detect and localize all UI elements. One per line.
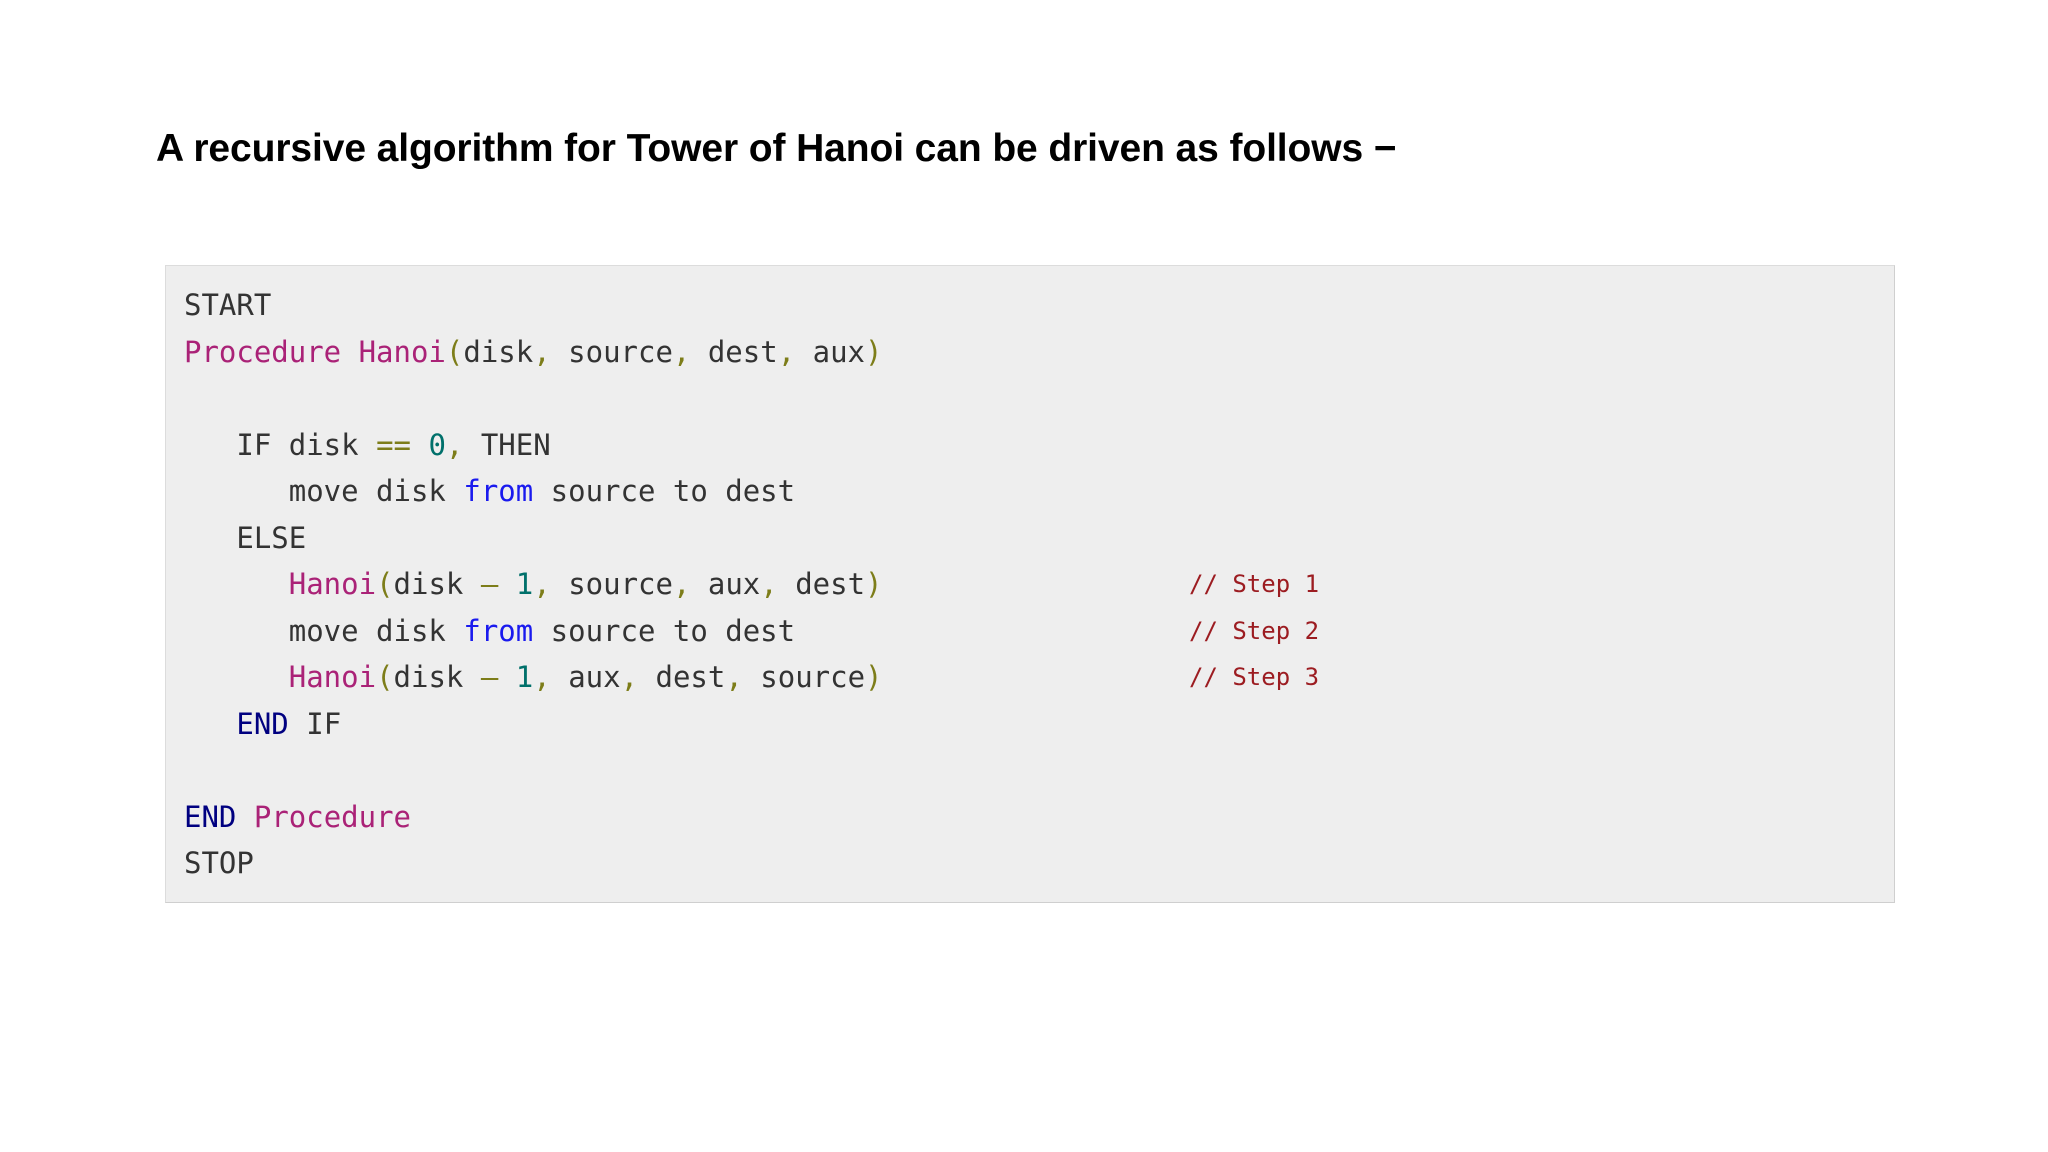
line-stop: STOP [184, 840, 1894, 887]
code-token [184, 567, 289, 601]
line-start: START [184, 282, 1894, 329]
code-token: Hanoi [288, 660, 377, 694]
code-token: disk [463, 334, 534, 369]
code-token: ) [865, 567, 883, 601]
code-token: , [672, 567, 691, 601]
line-end-if: END IF [184, 701, 1894, 748]
code-token: , [760, 567, 778, 601]
code-token: 1 [515, 660, 534, 694]
code-token: aux [550, 660, 621, 694]
code-token: END [184, 799, 237, 834]
code-token [498, 660, 515, 694]
code-token: – [480, 567, 499, 601]
code-token: , [777, 334, 796, 369]
code-token: source to dest [533, 613, 796, 648]
code-token: IF disk [184, 427, 377, 462]
line-hanoi-step3: Hanoi(disk – 1, aux, dest, source) // Ste… [184, 654, 1894, 701]
code-token [184, 660, 289, 694]
code-token: , [533, 334, 551, 369]
code-token: ) [865, 660, 883, 694]
code-token: – [480, 660, 499, 694]
code-token: , [725, 660, 743, 694]
code-token: move disk [184, 474, 464, 508]
code-token: disk [393, 660, 481, 694]
code-token: source [550, 334, 673, 369]
code-token: move disk [184, 613, 464, 648]
line-move-step2: move disk from source to dest // Step 2 [184, 608, 1894, 655]
code-token: from [463, 474, 534, 508]
code-token: , [533, 567, 551, 601]
code-token: dest [638, 660, 726, 694]
code-token: disk [393, 567, 481, 601]
code-token: THEN [463, 427, 551, 462]
code-token: END [236, 706, 289, 741]
code-token: Procedure Hanoi [184, 334, 446, 369]
code-token: , [672, 334, 691, 369]
code-token: dest [690, 334, 778, 369]
code-token: IF [288, 706, 342, 741]
code-token: dest [777, 567, 866, 601]
code-token: , [533, 660, 551, 694]
code-token [411, 428, 428, 462]
line-if: IF disk == 0, THEN [184, 422, 1894, 469]
code-token: source [550, 567, 673, 601]
line-blank-1 [184, 375, 1894, 422]
code-token: ( [376, 660, 394, 694]
line-procedure-signature: Procedure Hanoi(disk, source, dest, aux) [184, 329, 1894, 376]
code-comment: // Step 1 [1189, 570, 1320, 598]
code-token: 1 [515, 567, 534, 601]
code-token: aux [795, 334, 865, 369]
code-token: from [463, 613, 534, 648]
page-title: A recursive algorithm for Tower of Hanoi… [156, 127, 1397, 171]
code-token: ( [376, 567, 394, 601]
code-token [236, 800, 253, 834]
code-token: Procedure [253, 799, 411, 834]
code-token: , [445, 427, 464, 462]
line-end-procedure: END Procedure [184, 794, 1894, 841]
line-else: ELSE [184, 515, 1894, 562]
code-token [184, 707, 236, 741]
code-token: source to dest [533, 474, 796, 508]
code-token: 0 [428, 427, 446, 462]
line-hanoi-step1: Hanoi(disk – 1, source, aux, dest) // Ste… [184, 561, 1894, 608]
code-token: source [742, 660, 866, 694]
code-token: aux [690, 567, 761, 601]
code-token: == [376, 427, 411, 462]
code-token [498, 567, 515, 601]
code-comment: // Step 2 [1189, 616, 1320, 645]
code-comment: // Step 3 [1189, 663, 1320, 691]
code-token: , [620, 660, 639, 694]
line-move-base: move disk from source to dest [184, 468, 1894, 515]
code-token: Hanoi [288, 567, 377, 601]
code-token: STOP [184, 846, 254, 880]
code-token: START [184, 288, 272, 322]
code-token: ELSE [184, 520, 307, 555]
code-token: ) [865, 334, 883, 369]
line-blank-2 [184, 747, 1894, 794]
code-token: ( [445, 334, 464, 369]
